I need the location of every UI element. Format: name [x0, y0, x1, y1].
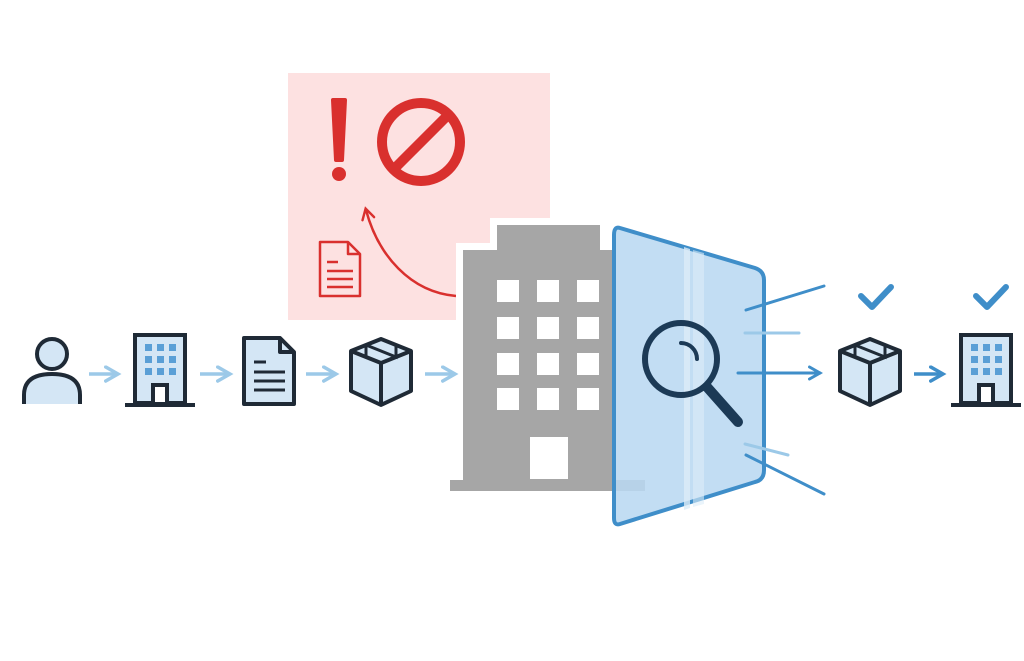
approved-outputs: [838, 284, 1023, 407]
checkmark-icon: [973, 284, 1009, 310]
company-building-icon: [443, 218, 652, 497]
blocked-branch: [288, 73, 550, 320]
inspection-screen-panel: [612, 225, 766, 527]
package-box-icon: [838, 337, 902, 407]
curved-arrow-icon: [361, 206, 457, 298]
office-building-icon: [949, 333, 1023, 407]
package-box-icon: [349, 337, 413, 407]
input-flow: [22, 333, 459, 407]
magnifier-icon: [642, 320, 743, 427]
document-icon: [242, 336, 296, 406]
checkmark-icon: [858, 284, 894, 310]
office-building-icon: [123, 333, 197, 407]
output-rays: [736, 284, 826, 496]
alert-exclamation-icon: [331, 98, 347, 181]
document-icon: [318, 240, 362, 298]
prohibited-icon: [377, 98, 465, 186]
user-icon: [22, 337, 82, 404]
